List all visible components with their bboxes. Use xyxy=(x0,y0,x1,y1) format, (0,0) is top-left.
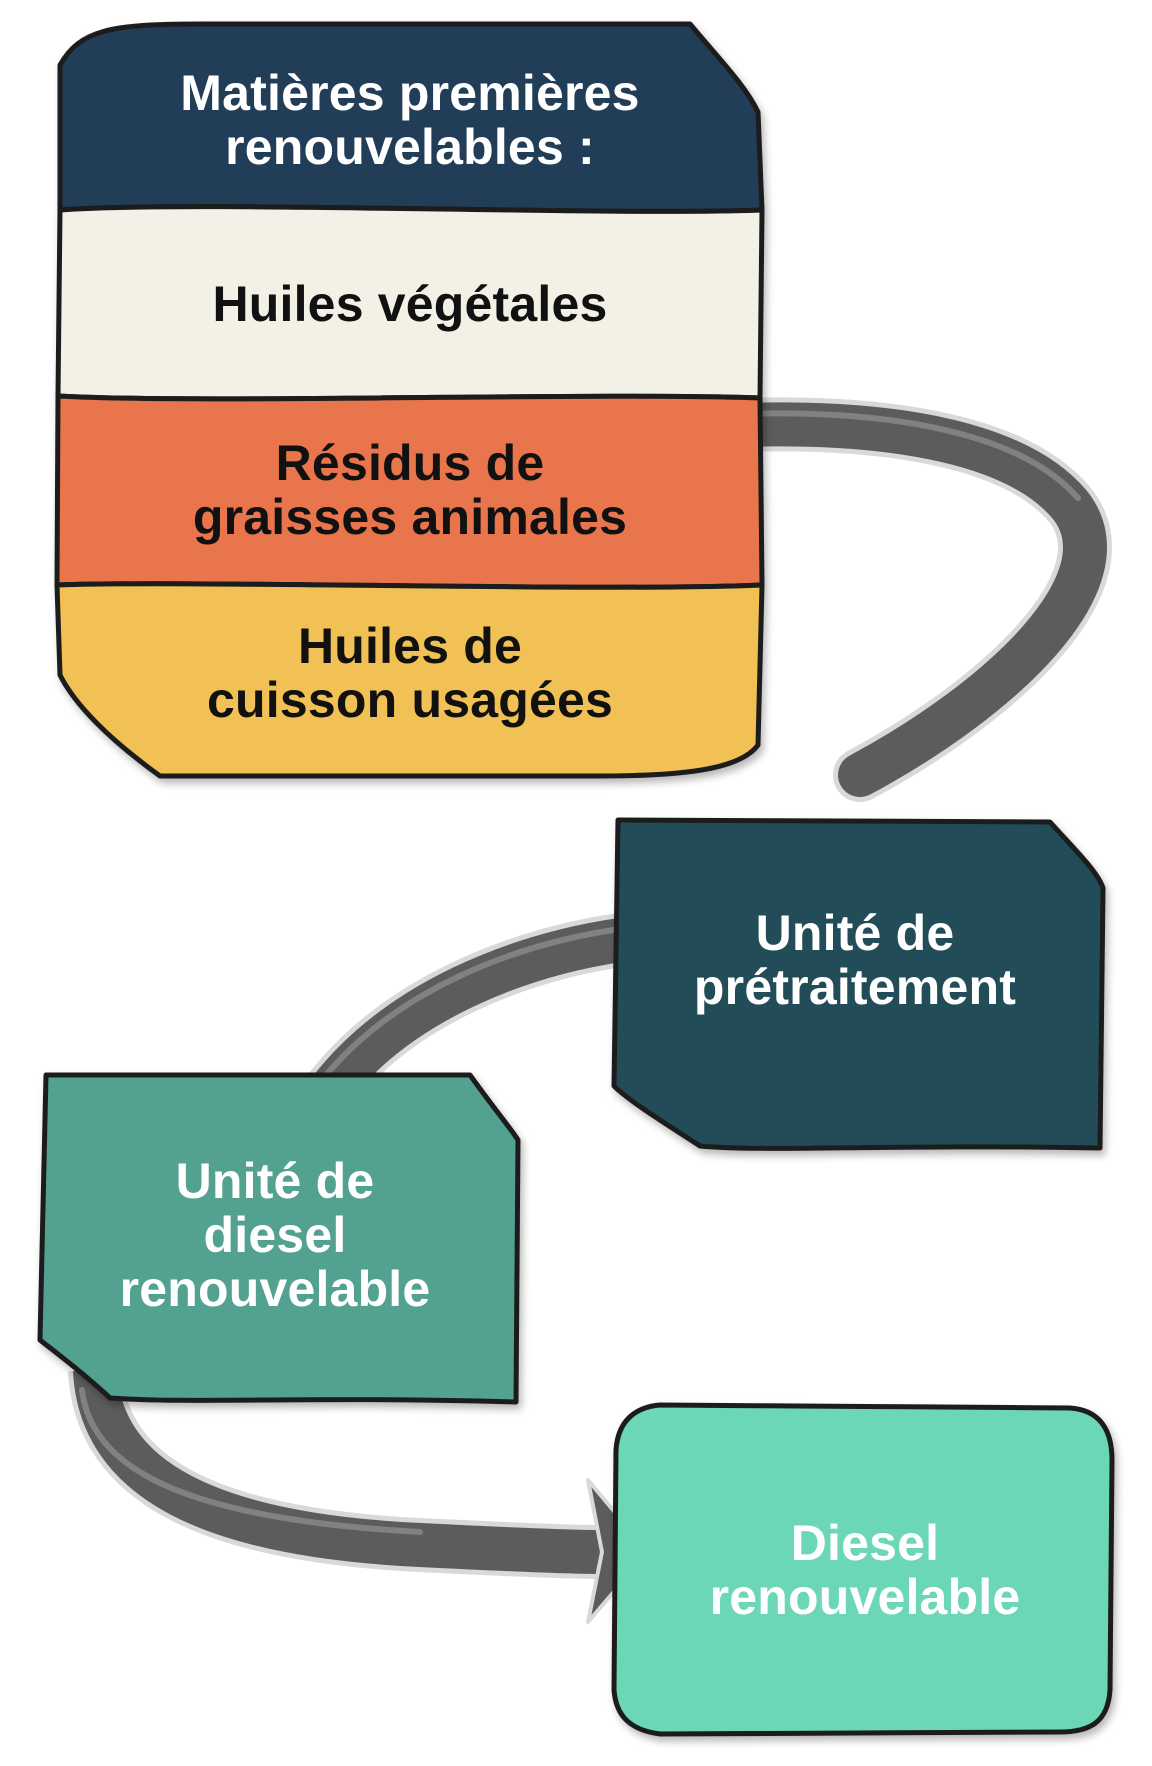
pretreatment-box xyxy=(611,817,1106,1151)
feedstock-item-1-bg xyxy=(55,204,765,402)
pipe-pretreatment-to-diesel-unit xyxy=(303,913,647,1117)
feedstock-item-3-bg xyxy=(54,581,765,779)
pipe-diesel-unit-to-output xyxy=(68,1367,601,1579)
pipe-feedstock-to-pretreatment xyxy=(713,397,1112,802)
feedstock-block xyxy=(54,21,765,779)
feedstock-header-bg xyxy=(57,21,765,214)
output-box xyxy=(611,1402,1115,1737)
diesel-unit-box xyxy=(37,1072,521,1405)
feedstock-item-2-bg xyxy=(54,393,765,590)
